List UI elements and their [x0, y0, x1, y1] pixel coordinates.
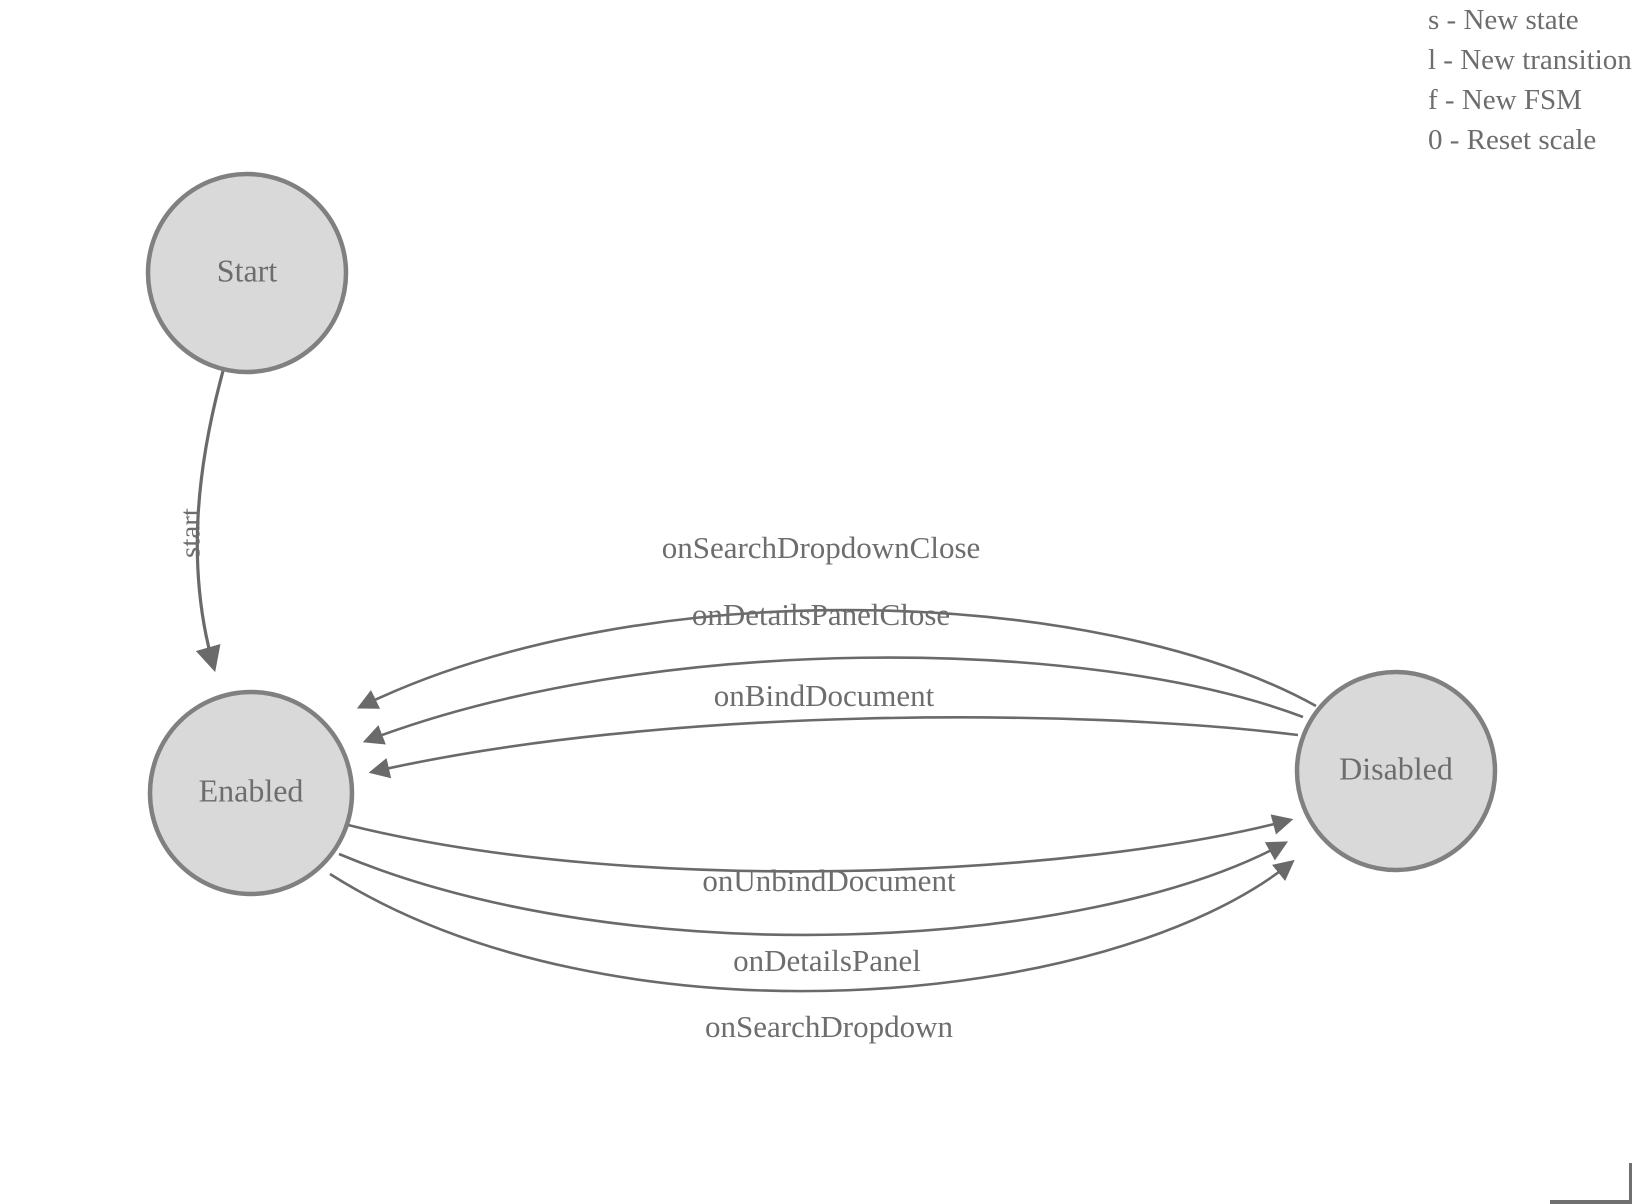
edge-label-onsearchdropdown: onSearchDropdown — [705, 1009, 953, 1044]
edge-path-start[interactable] — [195, 370, 225, 673]
edge-path-onunbinddocument[interactable] — [347, 814, 1294, 873]
edge-label-onunbinddocument: onUnbindDocument — [702, 863, 956, 898]
window-frame-bottom-edge — [1550, 1200, 1632, 1204]
edge-label-onsearchdropdownclose: onSearchDropdownClose — [662, 530, 981, 565]
edge-path-onbinddocument[interactable] — [368, 716, 1299, 779]
edge-layer — [195, 370, 1317, 993]
node-enabled-label: Enabled — [199, 772, 304, 808]
edge-label-onbinddocument: onBindDocument — [714, 678, 935, 713]
edge-path-ondetailspanel[interactable] — [338, 841, 1289, 937]
node-start[interactable]: Start — [145, 171, 349, 375]
node-disabled-circle[interactable] — [1294, 669, 1498, 873]
edge-onsearchdropdown[interactable] — [329, 859, 1295, 993]
edge-label-ondetailspanel: onDetailsPanel — [733, 943, 921, 978]
edge-ondetailspanelclose[interactable] — [362, 656, 1304, 745]
window-frame-right-edge — [1629, 1163, 1632, 1204]
node-disabled-label: Disabled — [1339, 750, 1453, 786]
node-layer: Start Enabled Disabled — [145, 171, 1498, 897]
edge-label-start: start — [175, 508, 207, 558]
node-start-circle[interactable] — [145, 171, 349, 375]
edge-onunbinddocument[interactable] — [347, 814, 1294, 873]
node-start-label: Start — [217, 252, 278, 288]
node-enabled[interactable]: Enabled — [147, 689, 355, 897]
edge-onsearchdropdownclose[interactable] — [356, 608, 1317, 709]
edge-label-layer: start onSearchDropdownClose onDetailsPan… — [175, 508, 981, 1044]
edge-onbinddocument[interactable] — [368, 716, 1299, 779]
edge-label-ondetailspanelclose: onDetailsPanelClose — [692, 597, 950, 632]
node-disabled[interactable]: Disabled — [1294, 669, 1498, 873]
edge-path-ondetailspanelclose[interactable] — [362, 656, 1304, 745]
edge-start[interactable] — [195, 370, 225, 673]
edge-ondetailspanel[interactable] — [338, 841, 1289, 937]
edge-path-onsearchdropdownclose[interactable] — [356, 608, 1317, 709]
node-enabled-circle[interactable] — [147, 689, 355, 897]
edge-path-onsearchdropdown[interactable] — [329, 859, 1295, 993]
